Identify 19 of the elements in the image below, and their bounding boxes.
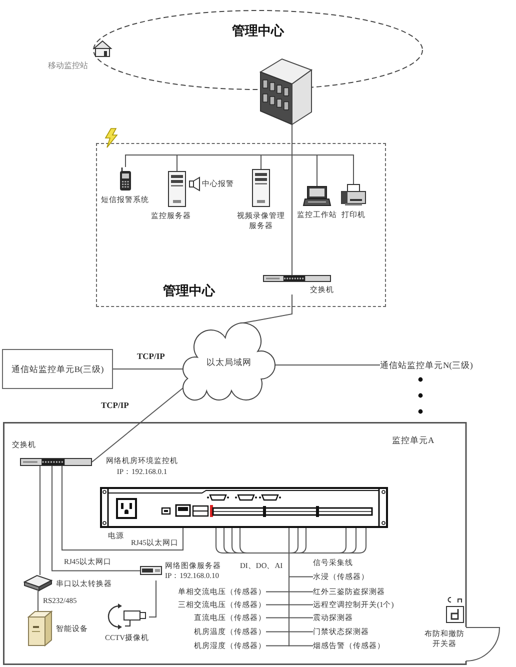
connector (274, 364, 380, 366)
station-box: 通信站监控单元B(三级) (2, 349, 113, 389)
dashed-frame (96, 143, 386, 307)
connector (52, 466, 140, 572)
dashed-ellipse: 管理中心 (93, 10, 423, 90)
room-outline (3, 422, 500, 665)
station-label: 移动监控站 (48, 61, 88, 71)
connector (148, 580, 156, 618)
connector (292, 154, 354, 276)
region-title: 管理中心 (163, 284, 215, 299)
station-label: 通信站监控单元N(三级) (380, 360, 473, 370)
connector (62, 466, 184, 550)
edge-label: TCP/IP (137, 351, 165, 361)
connector (92, 388, 184, 462)
room-title: 监控单元A (392, 435, 434, 445)
network-cloud: 以太局域网 (183, 323, 275, 400)
connector (112, 368, 184, 370)
edge-label: TCP/IP (101, 400, 129, 410)
connector (242, 294, 292, 324)
